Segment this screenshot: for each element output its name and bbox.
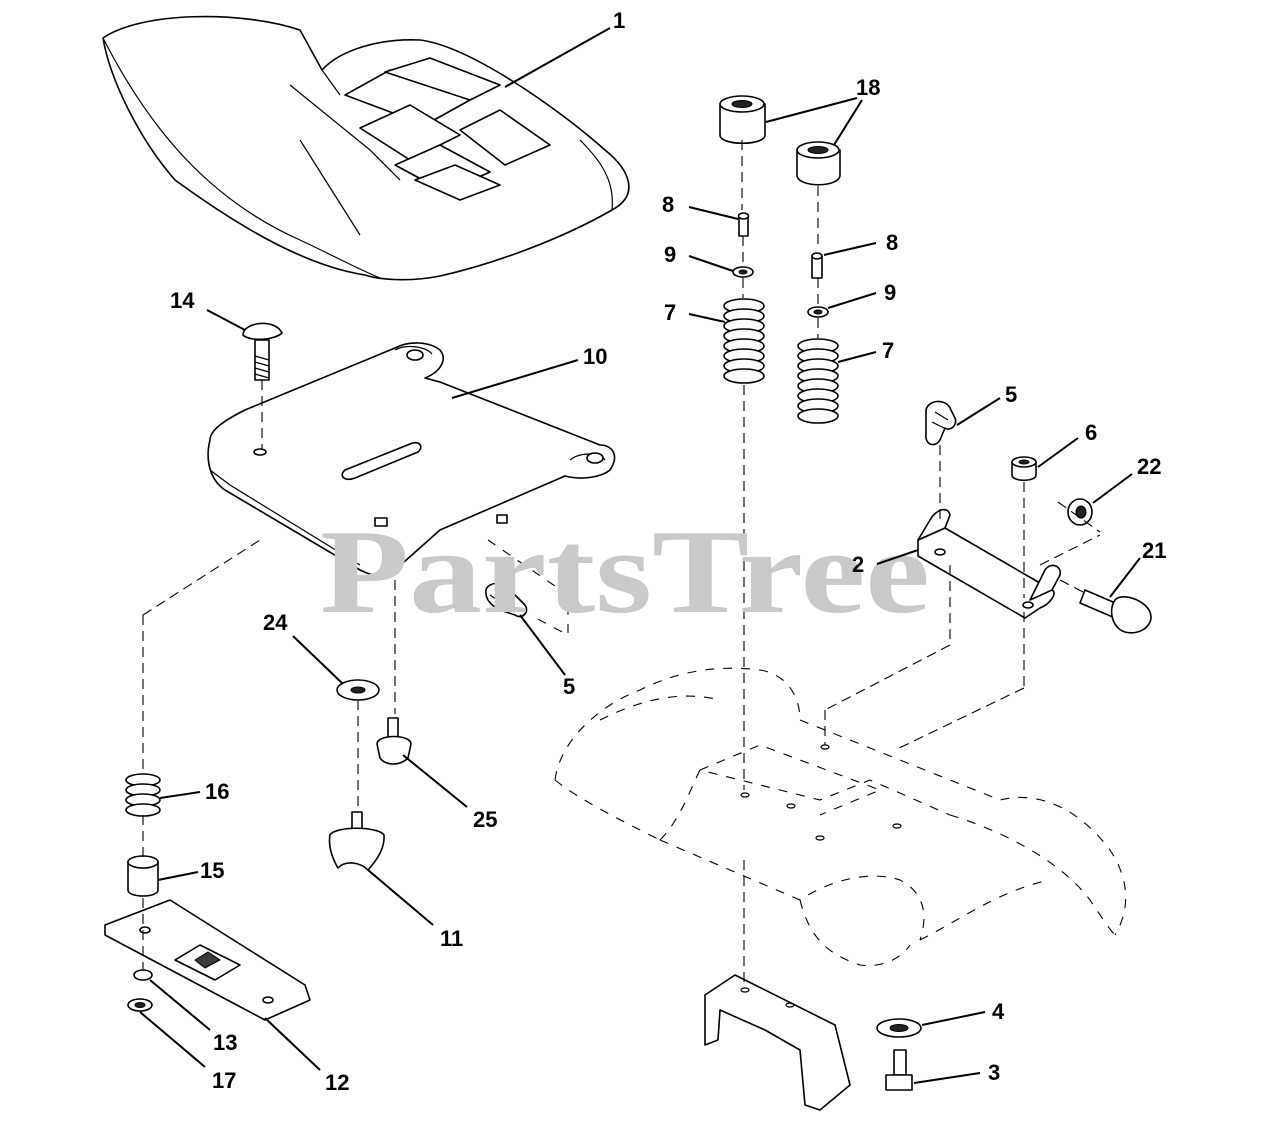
callout-7: 7 [664,300,676,325]
callout-22: 22 [1137,454,1161,479]
spring-stack-left [723,212,765,384]
knob-clip-part [485,539,569,636]
callout-6: 6 [1085,420,1097,445]
callout-10: 10 [583,344,607,369]
callout-14: 14 [170,288,195,313]
hinge-bracket-group [917,400,1152,634]
callout-9: 9 [664,242,676,267]
callout-8: 8 [662,192,674,217]
callout-21: 21 [1142,538,1166,563]
seat-pan-part [207,342,616,577]
callout-12: 12 [325,1070,349,1095]
callout-3: 3 [988,1060,1000,1085]
callout-25: 25 [473,807,497,832]
callout-13: 13 [213,1030,237,1055]
callout-15: 15 [200,858,224,883]
washer-and-bolt [336,679,412,765]
fender-deck-outline [554,667,1127,967]
slide-rail-group [104,773,311,1021]
leader-lines [139,27,1141,1084]
callout-8: 8 [886,230,898,255]
bumper-parts [719,95,841,186]
callout-5: 5 [1005,382,1017,407]
assembly-lines [142,140,1101,985]
seat-part [102,15,630,281]
callout-7: 7 [882,338,894,363]
callout-1: 1 [613,8,625,33]
adjust-knob-part [328,811,385,871]
carriage-bolt-part [242,322,283,381]
callout-5: 5 [563,674,575,699]
callout-11: 11 [440,926,463,951]
spring-stack-right [797,252,839,424]
callout-9: 9 [884,280,896,305]
callout-4: 4 [992,999,1005,1024]
callout-24: 24 [263,610,288,635]
callout-labels: 1 18 8 8 9 9 7 7 14 10 5 6 22 21 2 24 5 … [170,8,1166,1095]
mount-bracket-part [704,974,922,1111]
callout-17: 17 [212,1068,236,1093]
callout-16: 16 [205,779,229,804]
watermark: PartsTree [320,505,930,638]
callout-2: 2 [852,552,864,577]
callout-18: 18 [856,75,880,100]
